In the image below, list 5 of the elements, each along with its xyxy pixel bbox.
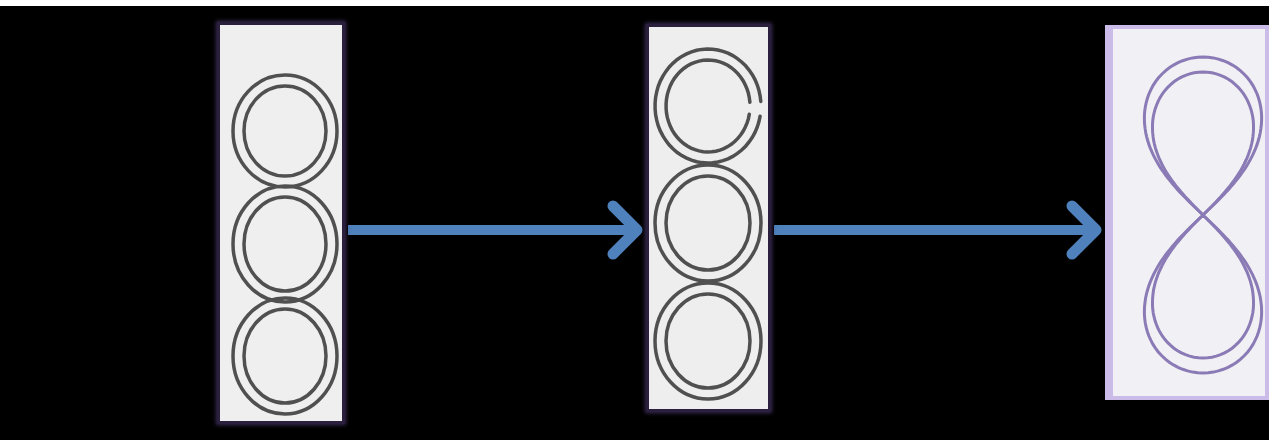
ring-chain-drawing bbox=[217, 22, 345, 424]
figure-eight-drawing bbox=[1105, 25, 1269, 400]
arrow bbox=[348, 200, 643, 260]
arrow bbox=[774, 200, 1102, 260]
ring-chain-drawing bbox=[646, 24, 771, 412]
